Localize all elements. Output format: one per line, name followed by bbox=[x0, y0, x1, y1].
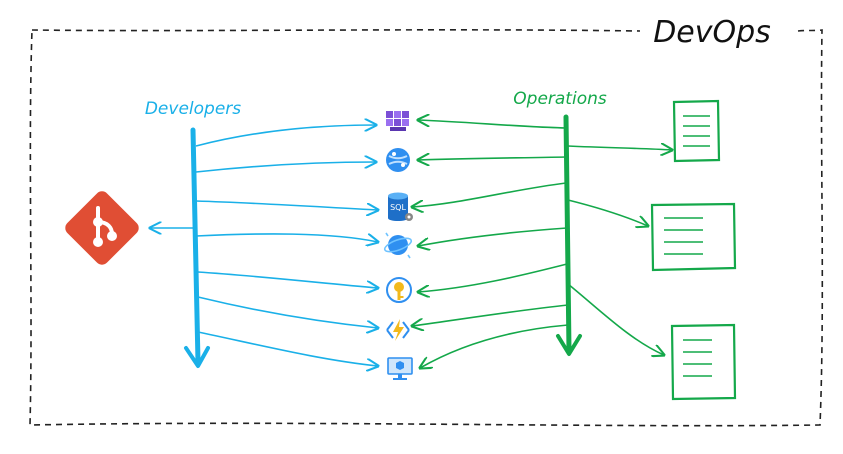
developers-arrow bbox=[190, 127, 201, 365]
key-vault-icon bbox=[386, 277, 412, 303]
devops-frame bbox=[29, 29, 824, 427]
virtual-machine-icon bbox=[387, 357, 413, 380]
operations-arrowhead bbox=[556, 334, 582, 356]
git-icon bbox=[65, 191, 139, 265]
container-registry-icon bbox=[386, 111, 409, 131]
operations-document-arrows bbox=[567, 146, 672, 355]
operations-label: Operations bbox=[513, 89, 607, 109]
document-icon bbox=[650, 202, 737, 272]
developers-arrowhead bbox=[184, 346, 210, 368]
sql-database-icon: SQL bbox=[388, 192, 413, 221]
svg-text:SQL: SQL bbox=[390, 203, 406, 212]
cosmos-db-icon bbox=[383, 232, 413, 259]
developers-label: Developers bbox=[145, 99, 241, 119]
developer-service-arrows bbox=[195, 125, 378, 366]
document-icon bbox=[672, 99, 721, 163]
function-app-icon bbox=[386, 319, 410, 341]
app-service-icon bbox=[386, 148, 410, 172]
devops-title: DevOps bbox=[653, 15, 771, 50]
document-icon bbox=[670, 323, 737, 401]
operations-arrow bbox=[563, 114, 572, 353]
operations-service-arrows bbox=[412, 120, 569, 368]
